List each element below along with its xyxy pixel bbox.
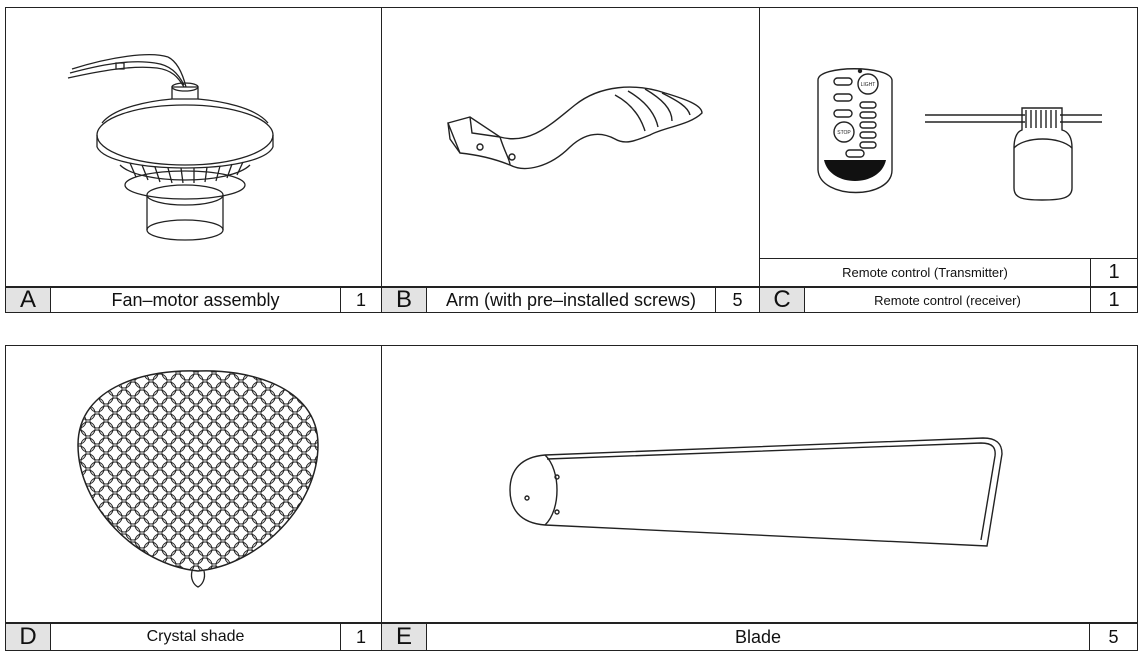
blade-illustration <box>505 430 1020 560</box>
part-qty-b: 5 <box>715 287 760 313</box>
part-qty-e: 5 <box>1089 623 1138 651</box>
divider <box>381 7 382 287</box>
part-letter-d: D <box>5 623 51 651</box>
part-qty-c-receiver: 1 <box>1090 287 1138 313</box>
part-letter-b: B <box>381 287 427 313</box>
part-letter-c: C <box>759 287 805 313</box>
part-letter-a-cell: A <box>5 287 51 313</box>
part-name-a: Fan–motor assembly <box>50 287 341 313</box>
arm-illustration <box>440 75 710 185</box>
part-name-c-receiver: Remote control (receiver) <box>804 287 1091 313</box>
remote-illustration: LIGHT STOP <box>800 60 1110 210</box>
part-qty-d: 1 <box>340 623 382 651</box>
divider <box>759 7 760 287</box>
part-letter-e: E <box>381 623 427 651</box>
crystal-shade-illustration <box>70 365 325 595</box>
part-qty-a: 1 <box>340 287 382 313</box>
part-name-c-transmitter: Remote control (Transmitter) <box>759 258 1091 287</box>
part-name-e: Blade <box>426 623 1090 651</box>
divider <box>381 345 382 623</box>
part-name-d: Crystal shade <box>50 623 341 651</box>
part-name-b: Arm (with pre–installed screws) <box>426 287 716 313</box>
part-qty-c-transmitter: 1 <box>1090 258 1138 287</box>
light-button-label: LIGHT <box>861 82 876 88</box>
fan-motor-illustration <box>60 45 310 245</box>
stop-button-label: STOP <box>837 130 851 136</box>
